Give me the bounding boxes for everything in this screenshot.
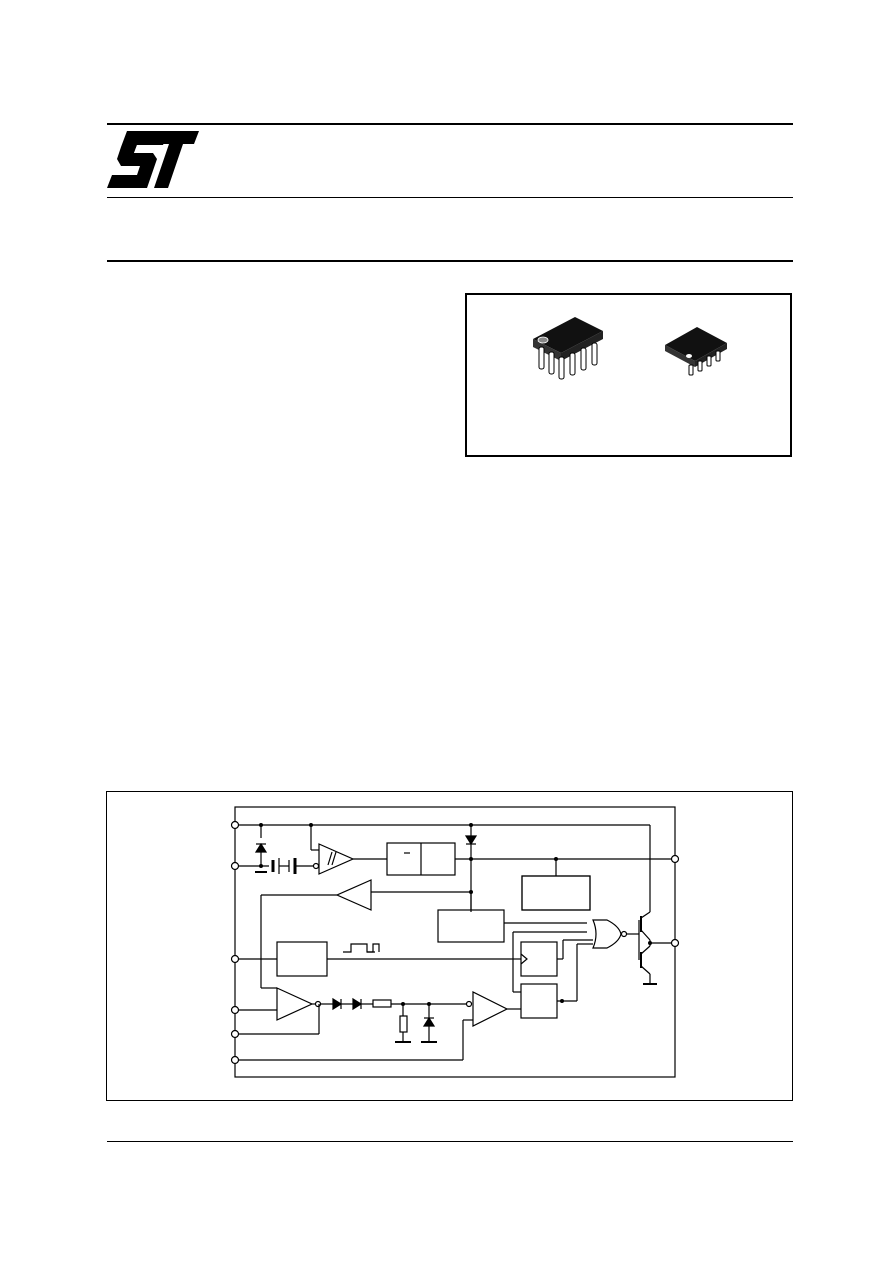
header-rule-top bbox=[107, 123, 793, 125]
block-diagram bbox=[106, 791, 793, 1101]
dip-8-package-icon bbox=[533, 317, 603, 380]
st-logo bbox=[107, 131, 199, 188]
header-rule-bottom bbox=[107, 260, 793, 262]
so-8-package-icon bbox=[665, 327, 727, 376]
footer-rule bbox=[107, 1141, 793, 1142]
block-diagram-icon bbox=[230, 806, 680, 1078]
package-box bbox=[465, 293, 792, 457]
header-rule-middle bbox=[107, 197, 793, 198]
